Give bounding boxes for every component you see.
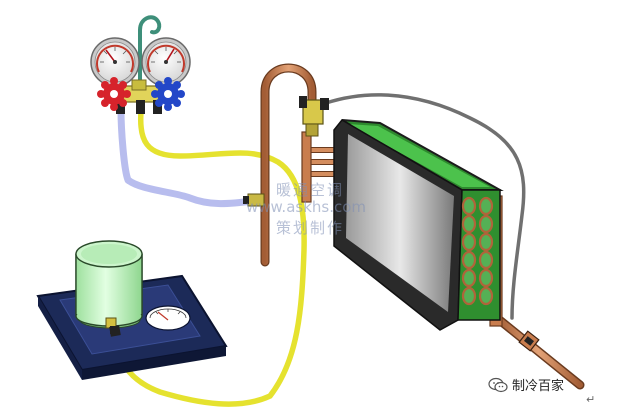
charging-hose-connector [109, 325, 121, 337]
access-fitting [243, 193, 265, 207]
brand-signature: 制冷百家 [488, 375, 564, 394]
high-pressure-gauge [141, 37, 191, 87]
high-side-valve-knob [151, 77, 185, 111]
refrigerant-tank [75, 240, 143, 334]
low-side-valve-knob [97, 77, 131, 111]
manifold-gauge-set [90, 15, 191, 114]
outlet-valve [518, 330, 540, 352]
hanger-hook [138, 15, 162, 90]
return-mark: ↵ [586, 393, 596, 406]
condenser-coil [333, 119, 504, 331]
brand-name: 制冷百家 [512, 379, 565, 394]
watermark-line-3: 策划制作 [276, 219, 345, 237]
high-side-hose [324, 93, 526, 320]
scale-dial [145, 305, 191, 331]
watermark-line-1: 暖通空调 [276, 181, 345, 199]
charging-hose [111, 109, 307, 407]
low-side-hose [117, 106, 256, 208]
watermark-url: www.askhs.com [246, 198, 367, 216]
service-valve [299, 96, 329, 137]
wechat-icon [488, 377, 508, 392]
